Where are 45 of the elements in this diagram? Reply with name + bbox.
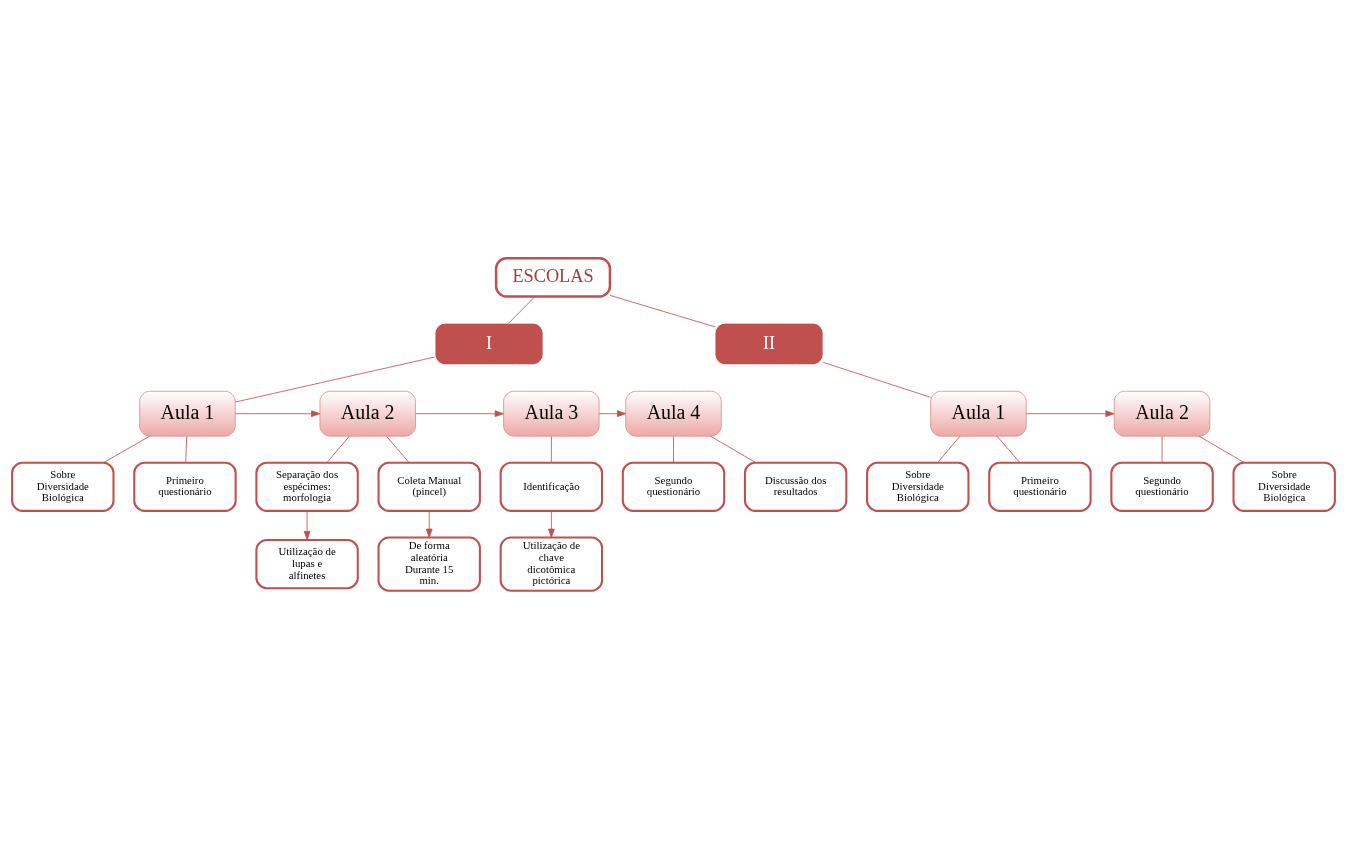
node-box: Aula 4	[625, 390, 722, 437]
connector	[1198, 435, 1245, 463]
node-box: Aula 1	[139, 390, 236, 437]
arrow	[598, 409, 627, 417]
connector	[609, 294, 716, 327]
arrow	[548, 510, 555, 538]
arrow	[425, 510, 433, 538]
connector	[386, 435, 410, 463]
node-box: Primeiro questionário	[133, 461, 237, 512]
arrow	[415, 409, 504, 417]
node-box: Primeiro questionário	[988, 461, 1092, 512]
connector	[185, 435, 188, 463]
node-box: Aula 1	[930, 390, 1027, 437]
node-box: Segundo questionário	[621, 461, 726, 512]
node-box: Aula 3	[503, 390, 600, 437]
arrow	[234, 409, 321, 417]
connector	[996, 435, 1021, 463]
connector	[550, 435, 552, 463]
connector	[1161, 435, 1163, 463]
node-box: II	[714, 322, 824, 365]
node-box: I	[434, 322, 544, 365]
connector	[937, 435, 961, 463]
node-box: De forma aleatória Durante 15 min.	[377, 535, 481, 592]
connector	[710, 435, 757, 463]
arrow	[303, 510, 311, 540]
connector	[508, 295, 536, 323]
connector	[234, 356, 436, 402]
connector	[673, 435, 674, 463]
node-box: Sobre Diversidade Biológica	[866, 461, 970, 512]
node-box: Aula 2	[1113, 390, 1211, 437]
node-box: Aula 2	[319, 390, 416, 437]
node-box: ESCOLAS	[494, 256, 612, 298]
arrow	[1026, 409, 1115, 417]
node-box: Separação dos espécimes: morfologia	[255, 461, 359, 512]
node-box: Segundo questionário	[1110, 461, 1214, 512]
connector	[822, 361, 931, 398]
node-box: Utilização de lupas e alfinetes	[255, 538, 359, 589]
node-box: Sobre Diversidade Biológica	[1232, 461, 1336, 512]
connector	[326, 435, 350, 463]
node-box: Discussão dos resultados	[743, 461, 848, 512]
connector	[103, 435, 151, 463]
node-box: Identificação	[499, 461, 604, 512]
node-box: Utilização de chave dicotômica pictórica	[499, 535, 604, 592]
node-box: Coleta Manual (pincel)	[377, 461, 481, 512]
node-box: Sobre Diversidade Biológica	[11, 461, 115, 512]
